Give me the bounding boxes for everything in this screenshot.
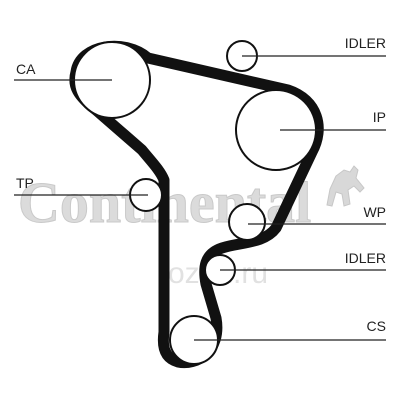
label-idler-bottom: IDLER [345, 250, 386, 266]
label-ip: IP [373, 109, 386, 125]
pulley-wp [228, 203, 266, 241]
label-idler-top: IDLER [345, 35, 386, 51]
label-cs: CS [367, 318, 386, 334]
label-wp: WP [363, 204, 386, 220]
label-tp: TP [16, 175, 34, 191]
horse-logo-icon [326, 165, 365, 207]
label-ca: CA [16, 61, 36, 77]
timing-belt [69, 40, 324, 369]
watermark: Continental ozon.ru [18, 165, 365, 290]
